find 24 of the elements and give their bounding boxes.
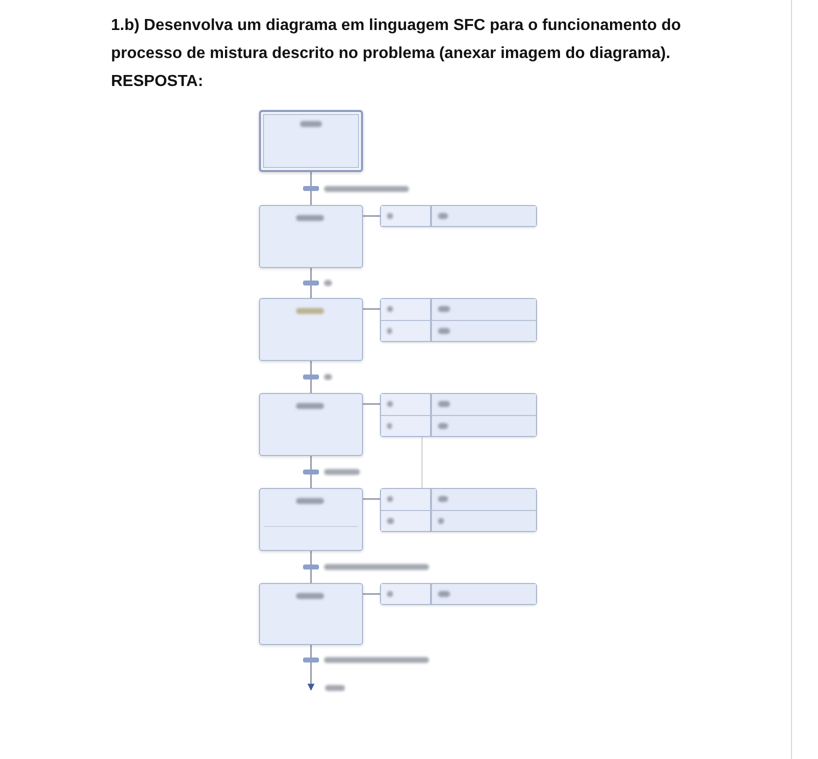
- jump-arrow: [308, 645, 314, 691]
- action-table: [380, 298, 537, 342]
- action-table: [380, 393, 537, 437]
- action-table: [380, 205, 537, 227]
- connector-line: [310, 361, 312, 393]
- step-box: [259, 488, 363, 551]
- connector-line: [363, 498, 380, 500]
- action-table: [380, 488, 537, 532]
- connector-line: [310, 551, 312, 583]
- connector-line: [310, 456, 312, 488]
- connector-line: [363, 215, 380, 217]
- connector-line: [363, 308, 380, 310]
- step-box: [259, 205, 363, 268]
- initial-step-box: [259, 110, 363, 172]
- answer-heading: RESPOSTA:: [111, 72, 204, 92]
- connector-line: [363, 593, 380, 595]
- connector-line: [363, 403, 380, 405]
- step-box: [259, 393, 363, 456]
- action-table: [380, 583, 537, 605]
- connector-line: [310, 172, 312, 205]
- connector-line: [310, 268, 312, 298]
- step-box: [259, 583, 363, 645]
- question-text: 1.b) Desenvolva um diagrama em linguagem SFC para o funcionamento do processo de mistura descrito no problema (anexar imagem do diagrama).: [111, 16, 682, 64]
- step-box: [259, 298, 363, 361]
